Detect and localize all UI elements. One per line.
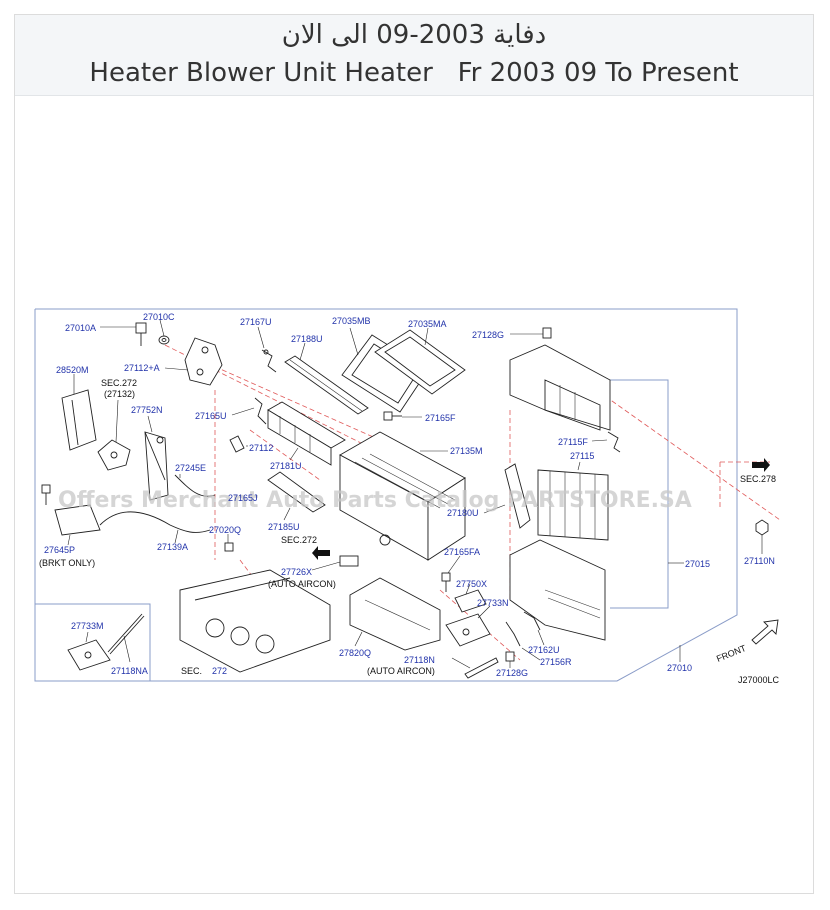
label-27167U: 27167U [240,317,272,327]
actuator-27733M [67,631,111,671]
case-27135M [339,431,466,561]
label-27185U: 27185U [268,522,300,532]
label-27180U: 27180U [447,508,479,518]
lever-27112 [229,435,248,453]
link-27167U [257,326,277,373]
label-27115: 27115 [570,451,594,461]
title-english: Heater Blower Unit Heater Fr 2003 09 To … [89,58,739,88]
frame-27035MA [374,327,466,395]
nut-27110N [755,519,769,554]
control-panel [179,569,331,673]
clip-27128G-bottom [505,651,515,668]
label-27035MB: 27035MB [332,316,371,326]
screw-27165FA [441,555,461,592]
label-27010A: 27010A [65,323,96,333]
note-sec272-b: SEC.272 [281,535,317,545]
note-sec272-a: SEC.272 [101,378,137,388]
front-arrow [751,619,779,645]
clip-27115F [591,431,621,453]
label-27156R: 27156R [540,657,572,667]
label-27112A: 27112+A [124,363,160,373]
note-sec278: SEC.278 [740,474,776,484]
assembly-boundary [34,308,738,682]
note-sec-bottom: SEC. [181,666,202,676]
core-27181U [267,401,346,466]
note-auto-aircon-1: (AUTO AIRCON) [268,579,336,589]
washer-27010C [158,319,170,345]
label-27015: 27015 [685,559,710,569]
label-27165FA: 27165FA [444,547,480,557]
bolt-27010A [100,322,147,346]
label-27128G-bottom: 27128G [496,668,528,678]
inset-boundary [35,603,151,681]
sensor-27726X [311,555,359,571]
arrow-sec272 [312,546,330,560]
clip-27020Q [224,534,234,552]
label-27733M: 27733M [71,621,104,631]
label-27020Q: 27020Q [209,525,241,535]
label-27752N: 27752N [131,405,163,415]
diagram-code: J27000LC [738,675,780,685]
bracket-27112A [164,337,223,386]
note-auto-aircon-2: (AUTO AIRCON) [367,666,435,676]
rod-27118NA [107,613,145,663]
label-27820Q: 27820Q [339,648,371,658]
label-27162U: 27162U [528,645,560,655]
label-sec-bottom-number: 272 [212,666,227,676]
label-27165J: 27165J [228,493,258,503]
duct-case-upper-right [509,344,611,431]
module-28520M [61,374,97,451]
label-28520M: 28520M [56,365,89,375]
label-27110N: 27110N [744,556,775,566]
title-header: دفاية 2003-09 الى الان Heater Blower Uni… [15,15,813,96]
bracket-27645P [41,484,101,546]
link-27156R [505,621,541,661]
bracket-sec272 [97,399,131,471]
front-label: FRONT [715,643,748,664]
note-sec272-a-sub: (27132) [104,389,135,399]
label-27135M: 27135M [450,446,483,456]
case-lower-27015 [509,539,684,641]
label-27165F: 27165F [425,413,456,423]
label-27165U: 27165U [195,411,227,421]
label-27010C: 27010C [143,312,175,322]
label-27118N: 27118N [404,655,435,665]
label-27115F: 27115F [558,437,588,447]
watermark-text: Offers Merchant Auto Parts Catalog PARTS… [58,488,692,513]
label-27181U: 27181U [270,461,302,471]
arrow-sec278 [752,458,770,472]
label-27245E: 27245E [175,463,206,473]
label-27139A: 27139A [157,542,188,552]
label-27118NA: 27118NA [111,666,148,676]
label-27035MA: 27035MA [408,319,447,329]
label-27733N: 27733N [477,598,509,608]
label-27726X: 27726X [281,567,312,577]
cable-27139A [99,511,211,544]
label-27112: 27112 [249,443,273,453]
title-arabic: دفاية 2003-09 الى الان [281,20,547,50]
heater-core-27115 [537,461,609,541]
screw-27165F [383,411,422,421]
core-bracket [610,379,669,609]
duct-27820Q [349,577,441,651]
clip-27128G-top [510,327,552,339]
link-27165U [231,397,267,425]
note-brkt-only: (BRKT ONLY) [39,558,95,568]
bracket-27752N [144,415,169,501]
actuator-27750X [454,583,487,613]
rod-27118N [451,657,499,679]
filter-27188U [284,342,369,415]
label-27645P: 27645P [44,545,75,555]
label-27010: 27010 [667,663,692,673]
actuator-27733N [445,605,491,647]
label-27750X: 27750X [456,579,487,589]
label-27128G-top: 27128G [472,330,504,340]
heater-core-27180U [483,463,531,529]
panel-27185U [267,471,326,521]
part-labels: 27010A 27010C 27167U 27188U 27035MB 2703… [44,312,775,678]
link-27162U [523,611,545,646]
label-27188U: 27188U [291,334,323,344]
harness-27245E [174,474,216,497]
